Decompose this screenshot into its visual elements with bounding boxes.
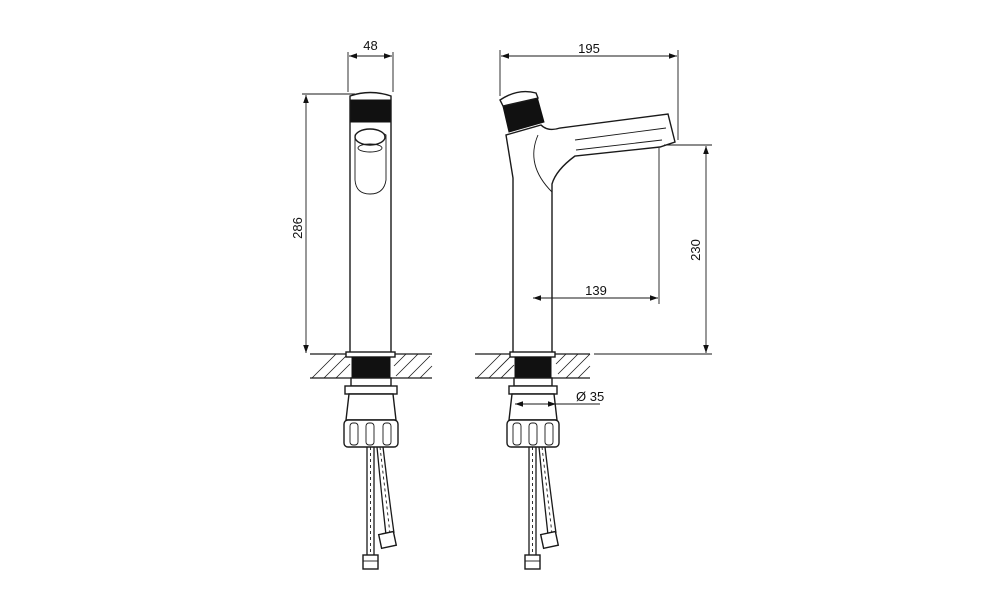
side-body: [505, 113, 676, 355]
side-shank: [514, 356, 552, 379]
front-view: [302, 52, 433, 570]
front-hoses: [362, 446, 398, 570]
front-width-dimension: [347, 52, 394, 92]
spout-height-label: 230: [688, 239, 703, 261]
side-reach-dimension: [499, 50, 679, 140]
side-spout-reach-dimension: [533, 148, 660, 304]
front-locking-nut: [343, 385, 399, 448]
side-base-ring: [509, 351, 556, 358]
front-handle-band: [350, 99, 391, 123]
spout-reach-label: 139: [585, 283, 607, 298]
front-body: [349, 91, 392, 355]
side-view: [475, 50, 712, 570]
diameter-label: Ø 35: [576, 389, 604, 404]
front-shank: [351, 356, 391, 379]
front-height-dimension: [302, 93, 355, 353]
side-spout-height-dimension: [594, 144, 712, 355]
height-label: 286: [290, 217, 305, 239]
reach-label: 195: [578, 41, 600, 56]
side-locking-nut: [506, 385, 560, 448]
front-aerator: [354, 128, 386, 146]
side-hoses: [524, 446, 560, 570]
front-base-ring: [345, 351, 396, 358]
width-label: 48: [363, 38, 377, 53]
